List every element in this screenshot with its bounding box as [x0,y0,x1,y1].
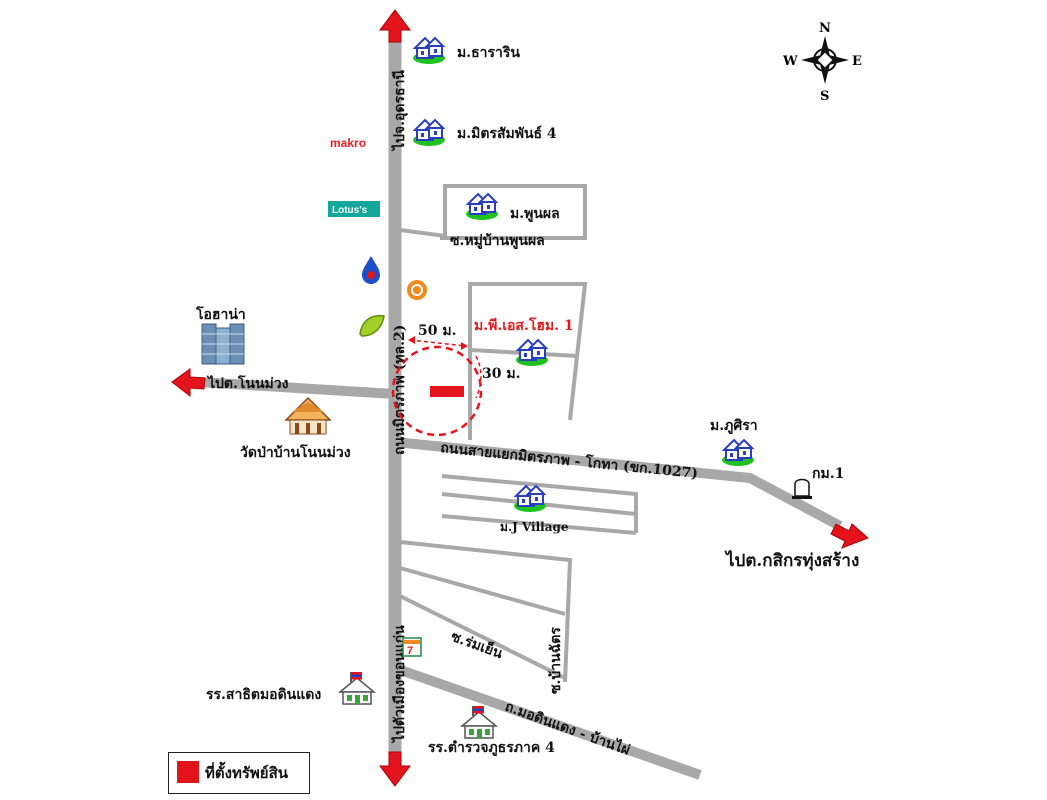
house-icon [721,439,755,467]
property-marker [430,386,464,397]
lotus-logo-bg [328,201,380,217]
distance-50-label: 50 ม. [418,323,456,339]
house-icon [513,485,547,513]
makro-logo: makro [330,136,366,150]
temple-icon [284,396,332,435]
school-icon [339,671,375,705]
distance-30-line [475,355,482,399]
distance-50-line [409,339,467,347]
legend: ที่ตั้งทรัพย์สิน [168,752,310,794]
sai-yaek-road-east [745,472,843,531]
school-satit-label: รร.สาธิตมอดินแดง [206,687,321,703]
soi-south-2 [399,566,566,616]
tharin-label: ม.ธาราริน [457,45,520,61]
km-marker-icon [792,478,812,499]
house-icon [412,37,446,65]
gas-station-icon [407,280,427,300]
modin-daeng-road [393,663,702,780]
soi-south-1 [399,540,573,683]
arrow-east-icon [830,523,869,549]
mit-samphan-label: ม.มิตรสัมพันธ์ 4 [457,125,557,142]
building-icon [201,323,245,365]
j-village-label: ม.J Village [500,520,569,534]
arrow-south-icon [379,751,411,787]
house-icon [465,193,499,221]
svg-text:7: 7 [407,645,413,657]
gas-station-icon [359,314,385,337]
mittraphap-label: ถนนมิตรภาพ (ทล.2) [392,325,408,455]
distance-50-arrow-right [461,342,468,350]
school-icon [461,705,497,739]
phu-sira-label: ม.ภูศิรา [710,418,758,434]
legend-label: ที่ตั้งทรัพย์สิน [205,764,288,782]
lotus-logo: Lotus's [332,205,368,216]
ps-home-label: ม.พี.เอส.โฮม. 1 [474,316,574,334]
j-village-road-3 [441,514,637,535]
school-police-label: รร.ตำรวจภูธรภาค 4 [428,740,555,756]
arrow-west-icon [171,368,206,398]
property-radius-circle [391,345,483,437]
soi-ban-chat-label: ซ.บ้านฉัตร [548,627,564,694]
seven-eleven-icon: 7 [402,637,422,657]
compass-n: N [819,21,831,36]
wat-label: วัดป่าบ้านโนนม่วง [240,443,351,461]
house-icon [515,339,549,367]
to-kasikorn-label: ไปต.กสิกรทุ่งสร้าง [724,550,859,571]
legend-swatch [177,761,199,783]
ohana-label: โอฮาน่า [195,305,246,323]
compass-s: S [820,89,829,104]
to-udon-label: ไปจ.อุดรธานี [390,70,408,152]
compass-w: W [782,54,798,69]
distance-30-label: 30 ม. [482,366,520,382]
phoon-phon-label: ม.พูนผล [510,206,560,222]
soi-phoon-phon-label: ซ.หมู่บ้านพูนผล [450,233,545,249]
gas-station-icon [362,256,380,284]
compass-e: E [852,54,862,69]
sai-yaek-label: ถนนสายแยกมิตรภาพ - โกทา (ขก.1027) [440,438,699,482]
soi-rom-yen-road [399,594,566,680]
non-muang-road [199,377,396,399]
km1-label: กม.1 [812,466,844,482]
compass-icon [801,36,849,84]
arrow-north-icon [379,9,411,43]
soi-phoon-phon [399,184,587,240]
distance-50-arrow-left [408,336,415,344]
to-non-muang-label: ไปต.โนนม่วง [206,374,289,392]
j-village-road-1 [441,474,638,533]
house-icon [412,119,446,147]
sai-yaek-road [394,437,751,483]
